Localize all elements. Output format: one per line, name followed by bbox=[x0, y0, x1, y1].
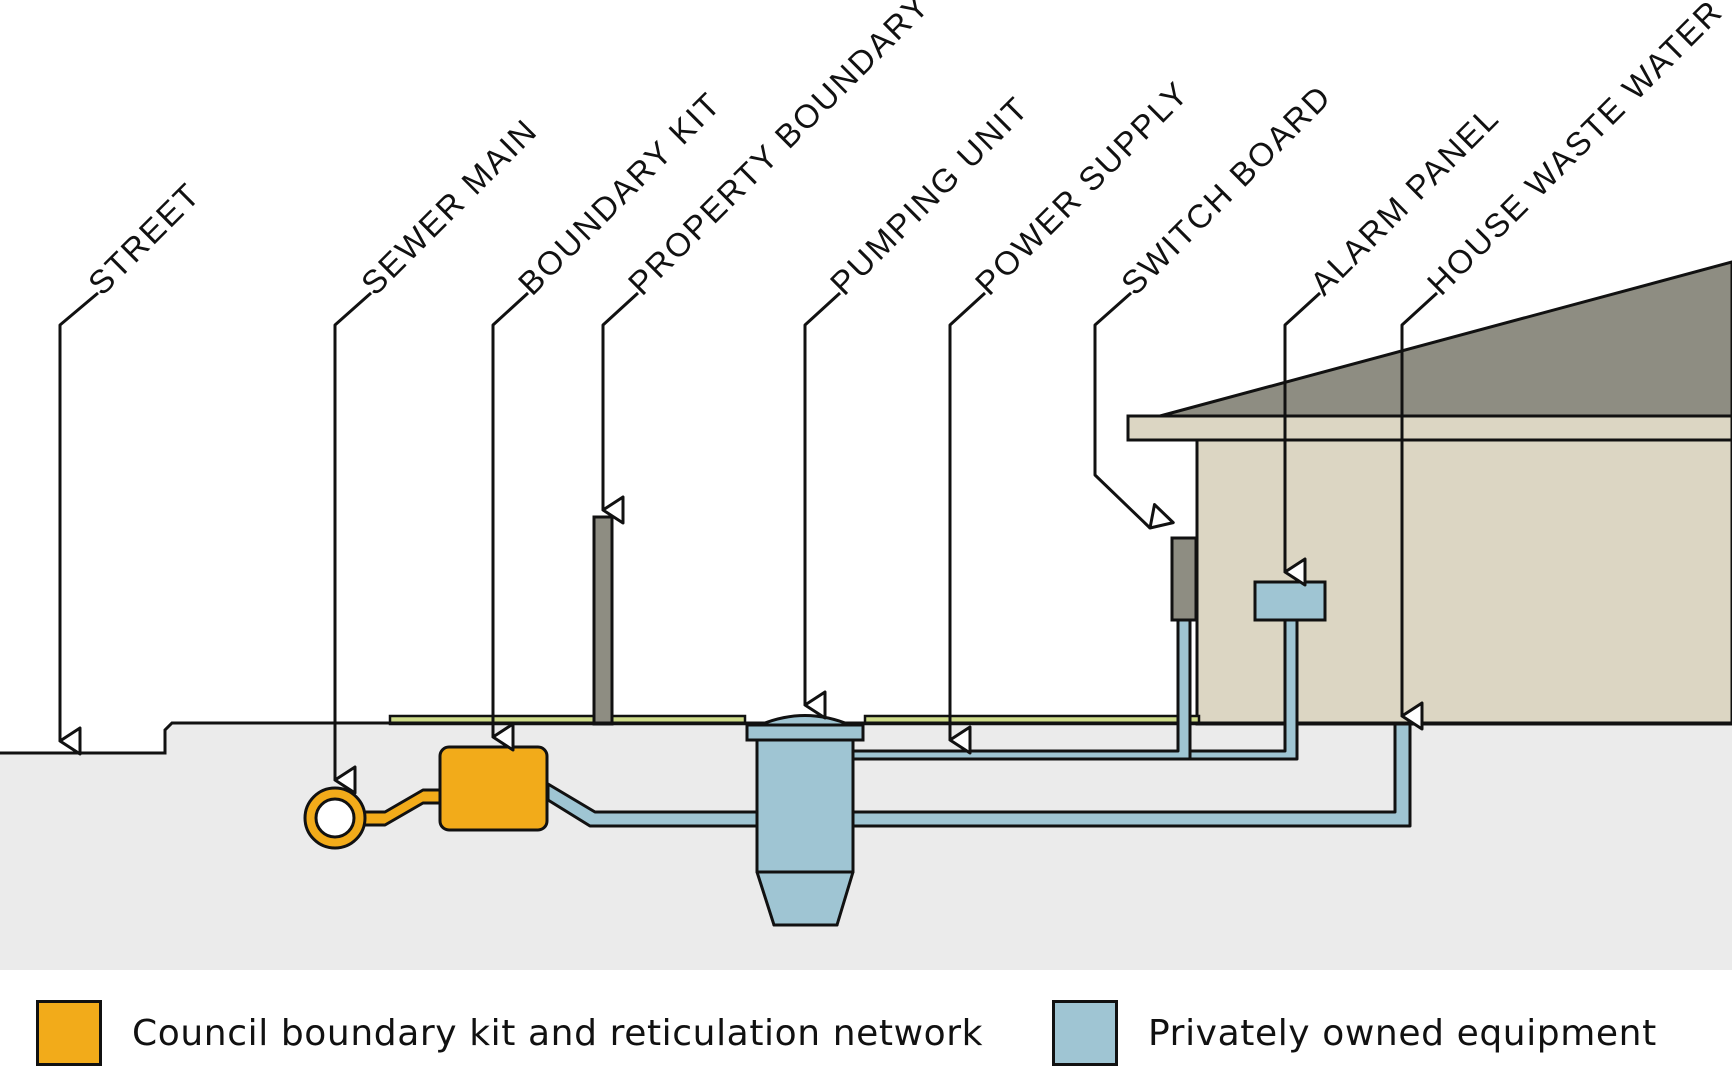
legend-swatch-private bbox=[1052, 1000, 1118, 1066]
alarm-panel-conduit bbox=[1188, 618, 1299, 761]
boundary-kit-box bbox=[438, 745, 549, 832]
street-leader bbox=[58, 291, 99, 756]
ground-section bbox=[0, 723, 1732, 970]
house-eave bbox=[1126, 414, 1732, 442]
pumping-unit-lid-base bbox=[745, 723, 865, 742]
property-boundary-post bbox=[592, 515, 614, 726]
sewer-main-pipe-bore bbox=[314, 797, 356, 839]
sewer-main-leader bbox=[333, 291, 372, 795]
legend-label-council: Council boundary kit and reticulation ne… bbox=[132, 1012, 984, 1054]
alarm-panel-box bbox=[1253, 580, 1327, 622]
property-boundary-leader bbox=[601, 291, 640, 525]
house-waste-water-leader bbox=[1400, 291, 1439, 731]
legend-swatch-council bbox=[36, 1000, 102, 1066]
switch-board-leader bbox=[1093, 291, 1175, 530]
legend-item-private: Privately owned equipment bbox=[1052, 1000, 1657, 1066]
ground-line bbox=[0, 721, 1732, 755]
boundary-kit-label: BOUNDARY KIT bbox=[511, 85, 728, 302]
legend-item-council: Council boundary kit and reticulation ne… bbox=[36, 1000, 983, 1066]
legend: Council boundary kit and reticulation ne… bbox=[0, 995, 1732, 1072]
pumping-unit-cone bbox=[755, 870, 855, 927]
boundary-kit-leader bbox=[491, 291, 530, 752]
street-label: STREET bbox=[81, 175, 208, 302]
pumping-unit-lid-dome bbox=[758, 714, 852, 727]
switch-board-box bbox=[1170, 536, 1198, 622]
pumping-unit-leader bbox=[803, 291, 842, 720]
legend-label-private: Privately owned equipment bbox=[1148, 1012, 1657, 1054]
alarm-panel-leader bbox=[1283, 291, 1322, 587]
power-supply-leader bbox=[948, 291, 987, 755]
